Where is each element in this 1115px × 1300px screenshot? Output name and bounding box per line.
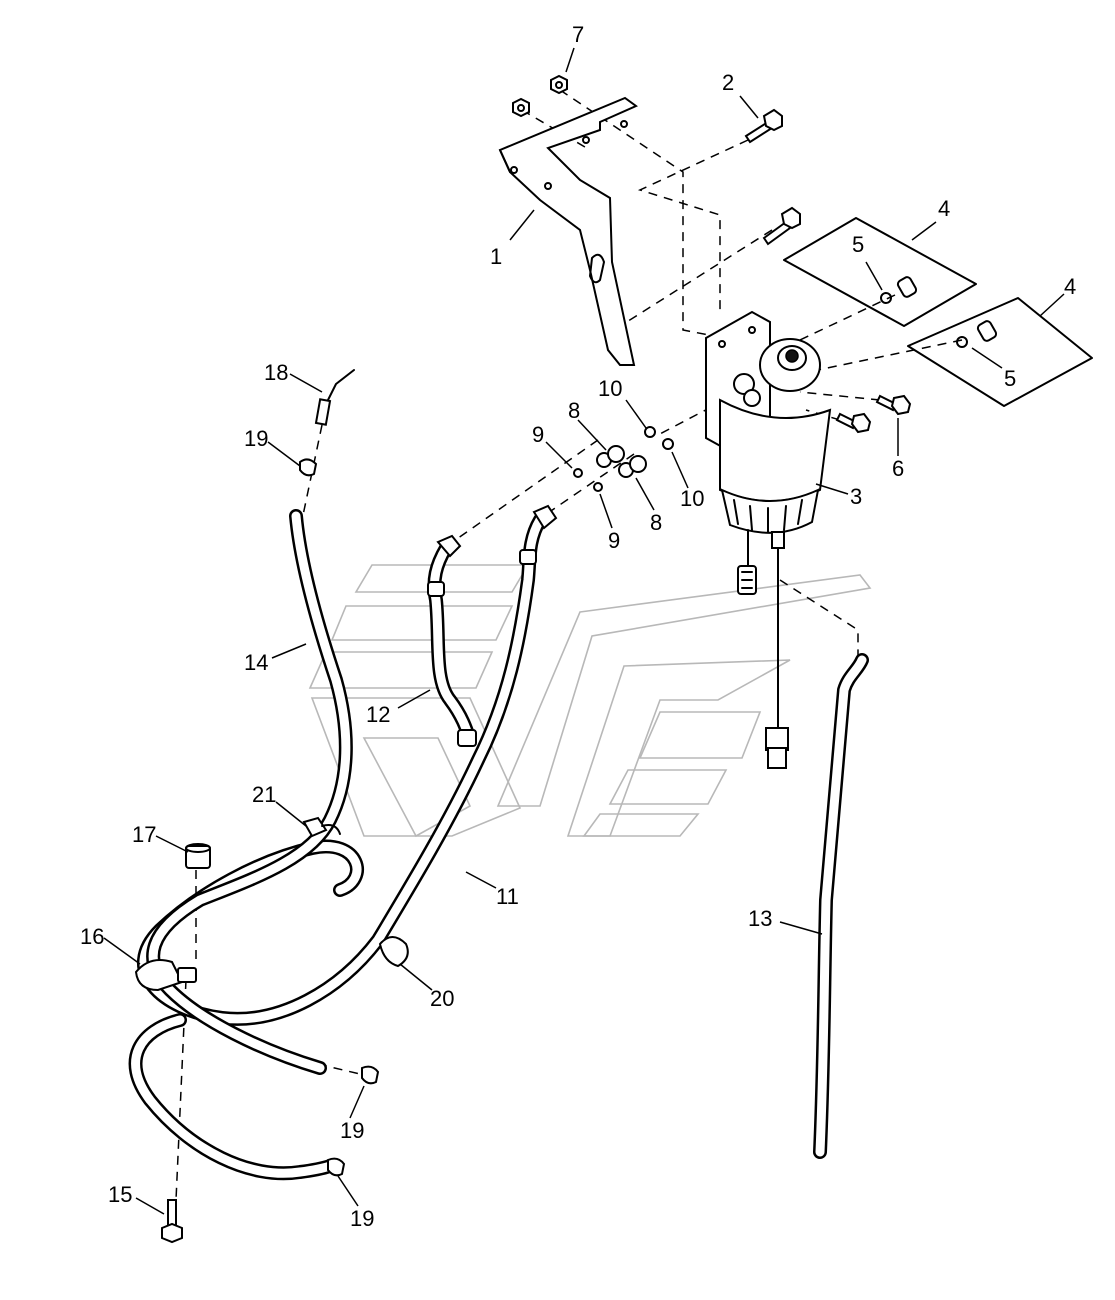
callout-19-bottom: 19 [350, 1206, 374, 1231]
callout-9-lower: 9 [608, 528, 620, 553]
o-ring-9 [573, 468, 603, 492]
clip-16 [134, 959, 197, 992]
callout-13: 13 [748, 906, 772, 931]
callout-8-upper: 8 [568, 398, 580, 423]
hose-14 [146, 509, 353, 1075]
tube-18 [314, 369, 355, 426]
callout-3: 3 [850, 484, 862, 509]
callout-8-lower: 8 [650, 510, 662, 535]
callout-2: 2 [722, 70, 734, 95]
callout-19-top: 19 [244, 426, 268, 451]
callout-12: 12 [366, 702, 390, 727]
callout-10-lower: 10 [680, 486, 704, 511]
fuel-filter [705, 310, 832, 534]
callout-17: 17 [132, 822, 156, 847]
clip-21 [302, 816, 341, 838]
callout-5-lower: 5 [1004, 366, 1016, 391]
gasket-4-upper [783, 217, 977, 327]
gasket-4-lower [907, 297, 1093, 407]
nut-7 [512, 74, 568, 118]
fitting-8 [596, 445, 647, 478]
return-hose [128, 1013, 337, 1181]
callout-10-upper: 10 [598, 376, 622, 401]
plug-5 [880, 276, 998, 348]
callout-7: 7 [572, 22, 584, 47]
bolt-2 [744, 108, 801, 246]
assembly-lines [175, 89, 963, 1201]
mounting-bracket [498, 96, 638, 366]
sensor-wires [737, 529, 789, 769]
callout-4-lower: 4 [1064, 274, 1076, 299]
callout-5-upper: 5 [852, 232, 864, 257]
callout-16: 16 [80, 924, 104, 949]
callout-4-upper: 4 [938, 196, 950, 221]
hose-12 [427, 534, 477, 747]
vent-tube-13 [813, 653, 869, 1159]
callout-19-mid: 19 [340, 1118, 364, 1143]
callout-18: 18 [264, 360, 288, 385]
callout-9-upper: 9 [532, 422, 544, 447]
clamp-19 [299, 458, 380, 1177]
callout-6: 6 [892, 456, 904, 481]
watermark-logo [308, 564, 872, 838]
bolt-6 [835, 394, 912, 434]
leader-lines [103, 47, 1065, 1215]
callout-11: 11 [496, 884, 519, 909]
callout-labels: 7 2 1 3 4 4 5 5 6 8 8 9 9 10 10 11 12 13… [80, 22, 1076, 1231]
callout-14: 14 [244, 650, 268, 675]
callout-15: 15 [108, 1182, 132, 1207]
washer-10 [644, 426, 674, 450]
callout-21: 21 [252, 782, 276, 807]
spacer-17 [185, 843, 211, 869]
callout-20: 20 [430, 986, 454, 1011]
clip-20 [378, 936, 409, 968]
callout-1: 1 [490, 244, 502, 269]
bolt-15 [161, 1199, 183, 1244]
